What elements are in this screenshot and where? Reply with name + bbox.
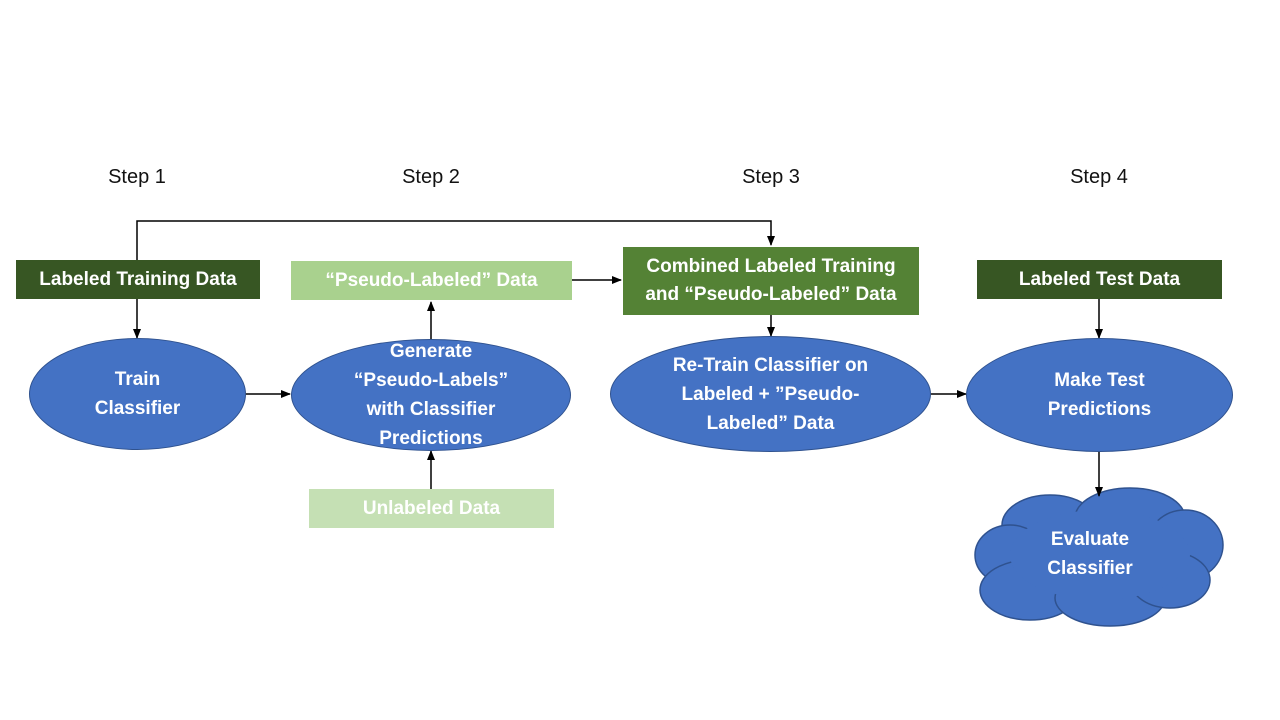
combined-data-box: Combined Labeled Training and “Pseudo-La… <box>623 247 919 315</box>
pseudo-labeled-data-label: “Pseudo-Labeled” Data <box>325 269 538 291</box>
evaluate-cloud-shape <box>974 487 1224 627</box>
unlabeled-data-label: Unlabeled Data <box>362 497 501 519</box>
step-1-label: Step 1 <box>108 166 166 188</box>
generate-pseudo-labels-label: Generate “Pseudo-Labels” with Classifier… <box>353 341 509 449</box>
combined-data-label: Combined Labeled Training and “Pseudo-La… <box>645 256 897 305</box>
labeled-test-data-box: Labeled Test Data <box>977 260 1222 299</box>
labeled-test-data-label: Labeled Test Data <box>1018 268 1181 290</box>
labeled-training-data-box: Labeled Training Data <box>16 260 260 299</box>
make-test-predictions-node: Make Test Predictions <box>966 338 1233 452</box>
train-classifier-node: Train Classifier <box>29 338 246 450</box>
train-classifier-label: Train Classifier <box>94 369 181 419</box>
evaluate-classifier-node: Evaluate Classifier <box>1000 510 1180 598</box>
arrow-labeled-to-combined <box>136 220 775 262</box>
generate-pseudo-labels-node: Generate “Pseudo-Labels” with Classifier… <box>291 339 571 451</box>
step-4-label: Step 4 <box>1070 166 1128 188</box>
labeled-training-data-label: Labeled Training Data <box>39 268 237 290</box>
step-2-label: Step 2 <box>402 166 460 188</box>
step-3-label: Step 3 <box>742 166 800 188</box>
unlabeled-data-box: Unlabeled Data <box>309 489 554 528</box>
pseudo-labeled-data-box: “Pseudo-Labeled” Data <box>291 261 572 300</box>
retrain-classifier-label: Re-Train Classifier on Labeled + ”Pseudo… <box>672 354 869 434</box>
make-test-predictions-label: Make Test Predictions <box>1047 370 1152 420</box>
retrain-classifier-node: Re-Train Classifier on Labeled + ”Pseudo… <box>610 336 931 452</box>
evaluate-classifier-label: Evaluate Classifier <box>1047 529 1133 579</box>
